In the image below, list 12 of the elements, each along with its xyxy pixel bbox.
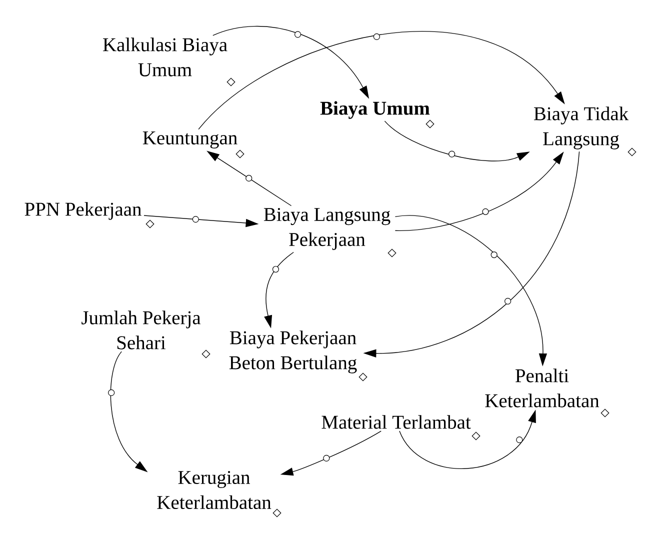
- variable-label: Biaya Tidak Langsung: [534, 106, 629, 150]
- arrow: [198, 31, 565, 130]
- variable-label: Penalti Keterlambatan: [485, 368, 600, 408]
- variable-label: PPN Pekerjaan: [24, 202, 142, 220]
- variable-label: Biaya Pekerjaan Beton Bertulang: [229, 330, 357, 374]
- variable-label: Material Terlambat: [322, 415, 471, 429]
- variable-label: Jumlah Pekerja Sehari: [82, 310, 201, 350]
- variable-label: Kerugian Keterlambatan: [157, 470, 272, 510]
- variable-label: Biaya Umum: [320, 101, 430, 119]
- variable-label: Biaya Langsung Pekerjaan: [264, 208, 390, 250]
- variable-label: Keuntungan: [142, 132, 238, 148]
- variable-label: Kalkulasi Biaya Umum: [103, 38, 228, 76]
